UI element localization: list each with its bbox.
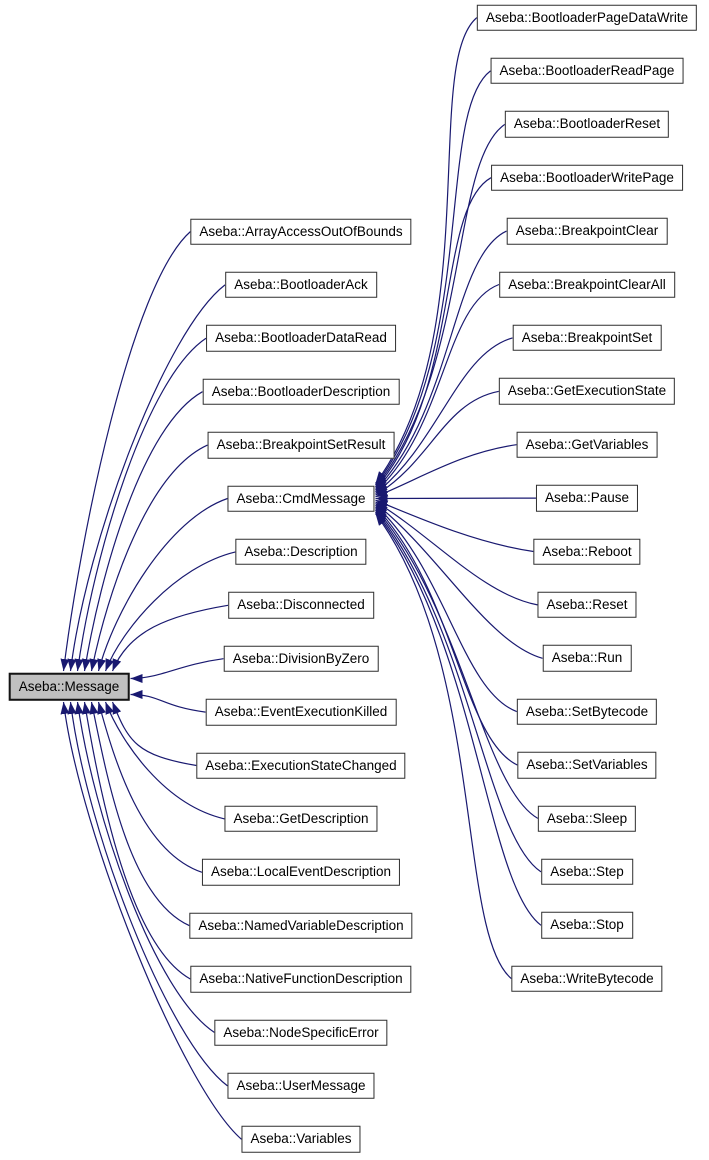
node-aseba-getvariables[interactable]: Aseba::GetVariables [516, 431, 658, 458]
inheritance-edge [67, 284, 226, 672]
inheritance-edge [375, 513, 512, 980]
inheritance-edge [97, 497, 228, 672]
inheritance-edge [375, 499, 534, 553]
node-aseba-bootloaderack[interactable]: Aseba::BootloaderAck [225, 271, 377, 299]
inheritance-edge [130, 658, 224, 683]
inheritance-edge [111, 604, 229, 672]
inheritance-edge [375, 503, 543, 659]
inheritance-edge [81, 391, 203, 672]
node-aseba-variables[interactable]: Aseba::Variables [241, 1126, 361, 1153]
node-aseba-eventexecutionkilled[interactable]: Aseba::EventExecutionKilled [205, 698, 397, 726]
inheritance-edge [375, 17, 478, 484]
node-aseba-cmdmessage[interactable]: Aseba::CmdMessage [227, 485, 375, 512]
inheritance-edge [375, 444, 517, 498]
inheritance-edge [375, 230, 507, 491]
node-aseba-nativefunctiondescription[interactable]: Aseba::NativeFunctionDescription [190, 965, 412, 993]
node-aseba-getexecutionstate[interactable]: Aseba::GetExecutionState [498, 378, 676, 405]
node-aseba-bootloaderdataread[interactable]: Aseba::BootloaderDataRead [206, 325, 396, 352]
node-aseba-step[interactable]: Aseba::Step [541, 858, 633, 886]
node-aseba-bootloaderdescription[interactable]: Aseba::BootloaderDescription [202, 378, 400, 405]
inheritance-edge [375, 506, 518, 766]
node-aseba-message: Aseba::Message [8, 672, 130, 701]
node-aseba-breakpointsetresult[interactable]: Aseba::BreakpointSetResult [207, 431, 395, 459]
inheritance-edge [375, 509, 542, 873]
node-aseba-run[interactable]: Aseba::Run [542, 645, 632, 672]
node-aseba-bootloaderwritepage[interactable]: Aseba::BootloaderWritePage [491, 164, 683, 191]
inheritance-edge [375, 123, 506, 488]
node-aseba-usermessage[interactable]: Aseba::UserMessage [227, 1072, 375, 1100]
node-aseba-sleep[interactable]: Aseba::Sleep [537, 805, 637, 832]
inheritance-edge [375, 501, 538, 606]
node-aseba-getdescription[interactable]: Aseba::GetDescription [224, 805, 378, 833]
node-aseba-breakpointset[interactable]: Aseba::BreakpointSet [512, 324, 662, 352]
node-aseba-bootloaderreadpage[interactable]: Aseba::BootloaderReadPage [490, 57, 684, 85]
inheritance-edge [97, 701, 203, 873]
inheritance-edge [375, 70, 491, 486]
node-aseba-executionstatechanged[interactable]: Aseba::ExecutionStateChanged [196, 752, 406, 779]
node-aseba-breakpointclearall[interactable]: Aseba::BreakpointClearAll [499, 271, 675, 298]
node-aseba-nodespecificerror[interactable]: Aseba::NodeSpecificError [214, 1019, 388, 1046]
inheritance-edge [89, 701, 190, 927]
inheritance-edge [82, 701, 191, 980]
inheritance-edge [89, 444, 208, 672]
inheritance-edge [375, 504, 518, 713]
node-aseba-description[interactable]: Aseba::Description [235, 538, 367, 566]
node-aseba-reboot[interactable]: Aseba::Reboot [533, 538, 641, 565]
node-aseba-stop[interactable]: Aseba::Stop [541, 912, 633, 939]
node-aseba-bootloaderreset[interactable]: Aseba::BootloaderReset [504, 111, 670, 138]
node-aseba-disconnected[interactable]: Aseba::Disconnected [228, 592, 374, 619]
inheritance-edge [375, 337, 513, 494]
inheritance-edge [111, 701, 197, 767]
node-aseba-writebytecode[interactable]: Aseba::WriteBytecode [511, 965, 663, 992]
node-aseba-bootloaderpagedatawrite[interactable]: Aseba::BootloaderPageDataWrite [476, 4, 698, 31]
node-aseba-divisionbyzero[interactable]: Aseba::DivisionByZero [223, 645, 379, 672]
node-aseba-pause[interactable]: Aseba::Pause [535, 484, 639, 512]
inheritance-edge [74, 337, 207, 672]
node-aseba-breakpointclear[interactable]: Aseba::BreakpointClear [506, 217, 668, 245]
node-aseba-setbytecode[interactable]: Aseba::SetBytecode [516, 698, 658, 725]
node-aseba-localeventdescription[interactable]: Aseba::LocalEventDescription [201, 859, 401, 886]
inheritance-edge [130, 690, 206, 713]
node-aseba-setvariables[interactable]: Aseba::SetVariables [517, 751, 657, 779]
node-aseba-namedvariabledescription[interactable]: Aseba::NamedVariableDescription [189, 912, 413, 939]
node-aseba-arrayaccessoutofbounds[interactable]: Aseba::ArrayAccessOutOfBounds [190, 218, 412, 245]
inheritance-edge [60, 231, 191, 672]
inheritance-edge [104, 551, 236, 672]
node-aseba-reset[interactable]: Aseba::Reset [537, 591, 637, 619]
